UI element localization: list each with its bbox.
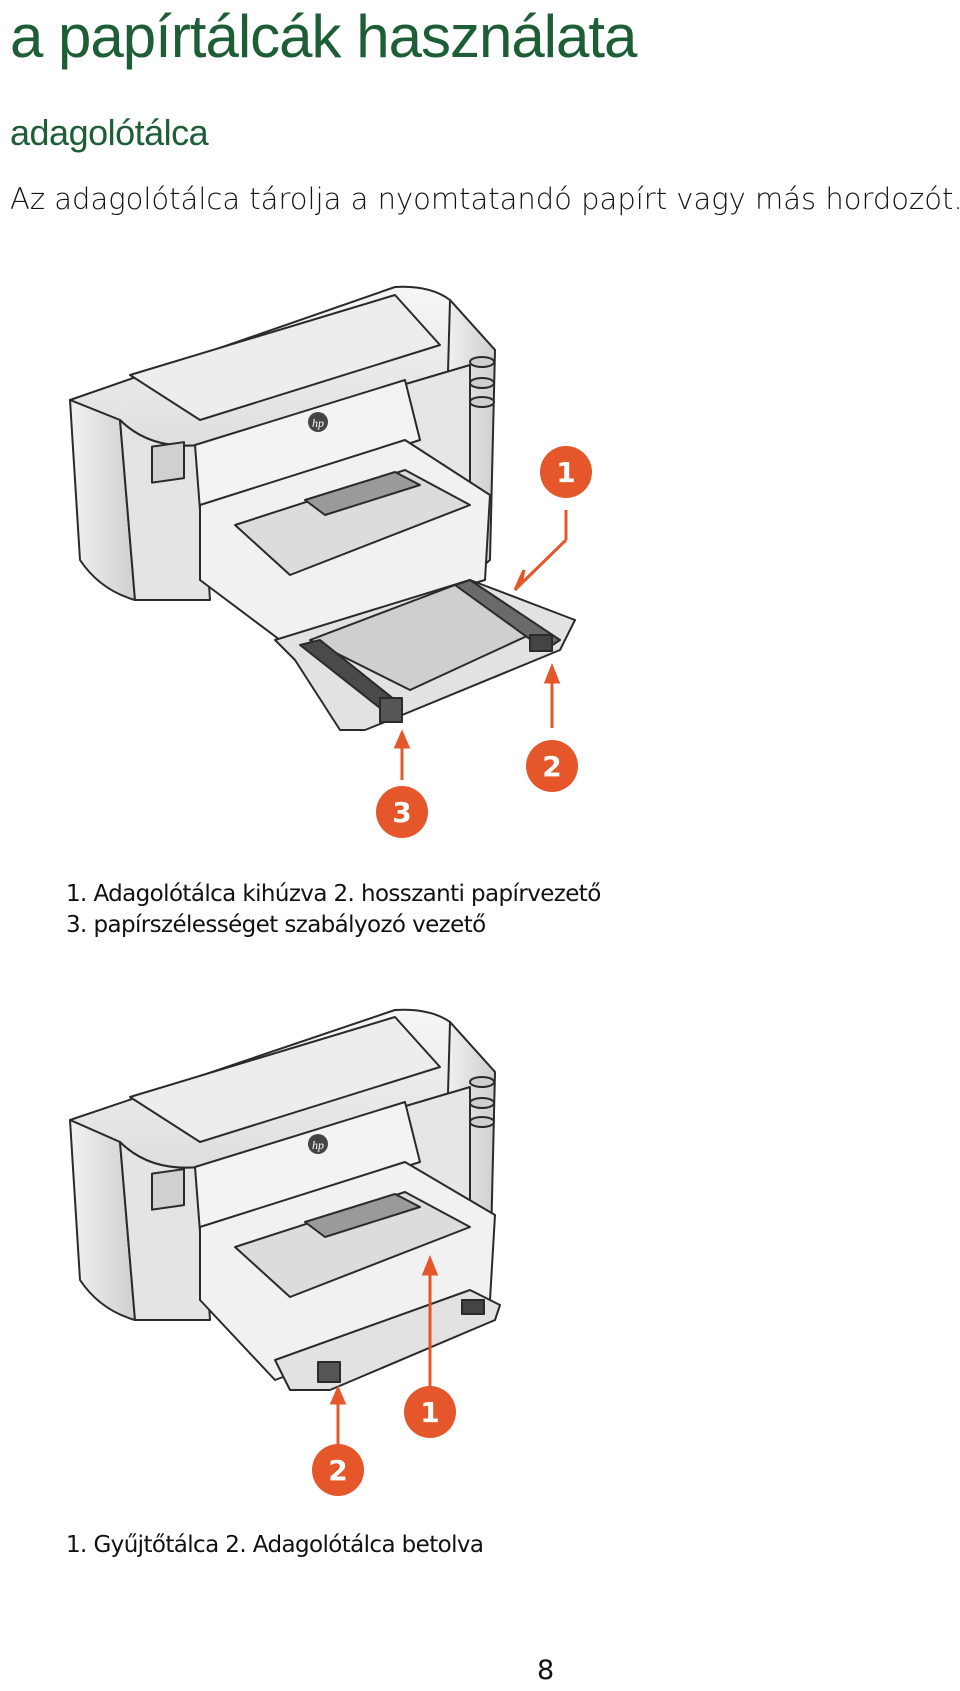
- callout-2-arrowhead: [543, 662, 561, 684]
- hp-logo: hp: [308, 412, 328, 432]
- callout-1: 1: [540, 446, 592, 498]
- figure1-caption-line1: 1. Adagolótálca kihúzva 2. hosszanti pap…: [66, 881, 601, 907]
- page-number: 8: [537, 1655, 555, 1686]
- svg-text:1: 1: [556, 456, 575, 489]
- page-title: a papírtálcák használata: [10, 3, 637, 70]
- intro-text: Az adagolótálca tárolja a nyomtatandó pa…: [10, 182, 960, 216]
- printer-body: [69, 1008, 501, 1391]
- callout-2-arrowhead: [329, 1385, 347, 1405]
- figure2-caption: 1. Gyűjtőtálca 2. Adagolótálca betolva: [66, 1532, 484, 1558]
- callout-1: 1: [404, 1386, 456, 1438]
- printer-tray-retracted-illustration: hp 1 2: [69, 1008, 501, 1496]
- callout-3: 3: [376, 786, 428, 838]
- svg-text:2: 2: [542, 750, 561, 783]
- printer-body: [69, 285, 576, 731]
- hp-logo: hp: [308, 1134, 328, 1154]
- svg-text:3: 3: [392, 796, 411, 829]
- svg-text:hp: hp: [312, 416, 324, 430]
- callout-2: 2: [526, 740, 578, 792]
- callout-1-arrowhead: [513, 569, 532, 592]
- callout-1-arrowhead: [421, 1254, 439, 1276]
- svg-text:2: 2: [328, 1454, 347, 1487]
- figure1-caption-line2: 3. papírszélességet szabályozó vezető: [66, 912, 486, 938]
- section-heading: adagolótálca: [10, 112, 209, 153]
- svg-text:1: 1: [420, 1396, 439, 1429]
- printer-tray-extended-illustration: hp 1 2 3: [69, 285, 592, 838]
- callout-2: 2: [312, 1444, 364, 1496]
- callout-3-arrowhead: [393, 729, 411, 749]
- svg-text:hp: hp: [312, 1138, 324, 1152]
- callout-1-arrow: [523, 538, 568, 582]
